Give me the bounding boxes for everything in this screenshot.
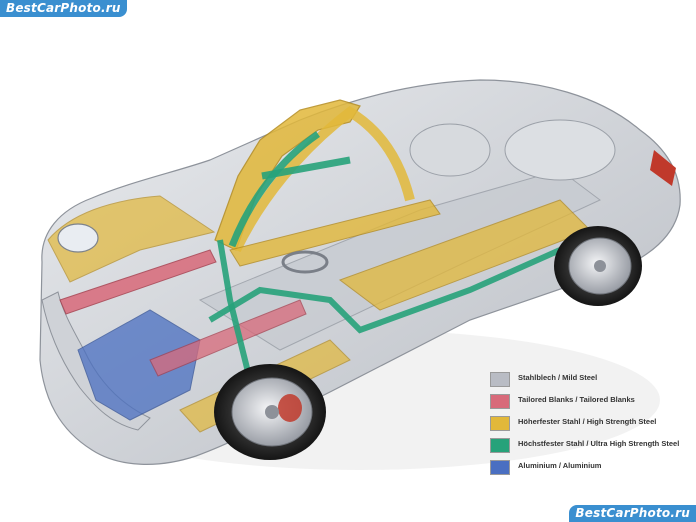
legend-item-tailored-blanks: Tailored Blanks / Tailored Blanks [490,394,690,410]
rear-wheel [554,226,642,306]
legend-swatch-mild-steel [490,372,510,387]
front-bumper [41,291,151,431]
front-wing-high-strength [47,195,216,283]
rear-engine-cover [504,119,616,181]
legend-swatch-tailored-blanks [490,394,510,409]
legend-swatch-aluminium [490,460,510,475]
legend-label-high-strength: Höherfester Stahl / High Strength Steel [518,417,657,426]
headlight [57,223,99,253]
legend-swatch-ultra-high-strength [490,438,510,453]
b-pillar-ultra-high-strength [217,239,253,381]
front-rail-tailored [59,249,217,315]
front-sill-tailored [149,299,307,377]
steering-wheel [281,250,329,274]
rear-light [650,150,676,186]
legend-label-aluminium: Aluminium / Aluminium [518,461,602,470]
legend-item-ultra-high-strength: Höchstfester Stahl / Ultra High Strength… [490,438,690,454]
legend-item-high-strength: Höherfester Stahl / High Strength Steel [490,416,690,432]
legend-label-mild-steel: Stahlblech / Mild Steel [518,373,598,382]
legend-item-aluminium: Aluminium / Aluminium [490,460,690,476]
watermark-top: BestCarPhoto.ru [0,0,127,17]
windshield-frame-high-strength [231,105,415,253]
a-pillar-ultra-high-strength [228,131,320,248]
legend-item-mild-steel: Stahlblech / Mild Steel [490,372,690,388]
watermark-bottom: BestCarPhoto.ru [569,505,696,522]
rollover-bar-ultra-high-strength [261,156,351,180]
rocker-ultra-high-strength [208,247,562,334]
legend-label-ultra-high-strength: Höchstfester Stahl / Ultra High Strength… [518,439,680,448]
front-wheel [214,364,326,460]
legend-swatch-high-strength [490,416,510,431]
rear-seat-area [409,123,491,177]
front-trunk-aluminium [77,309,201,421]
cross-member-high-strength [229,199,441,267]
legend-label-tailored-blanks: Tailored Blanks / Tailored Blanks [518,395,635,404]
